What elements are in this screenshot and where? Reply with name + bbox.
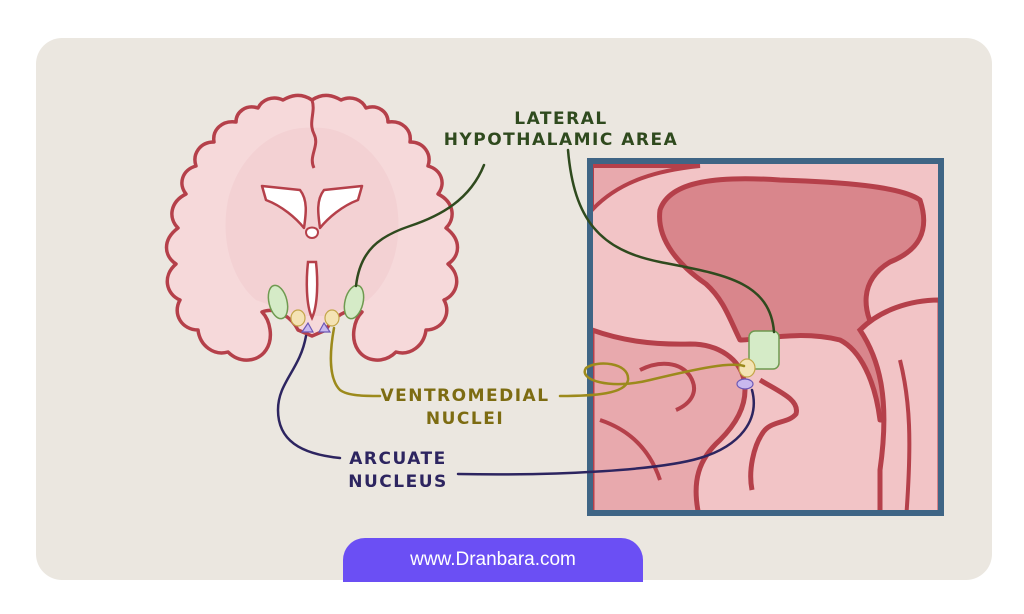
inset-ventromedial-nucleus — [738, 358, 756, 378]
lateral-leader-line-coronal — [354, 163, 486, 288]
ventromedial-nucleus-left — [290, 309, 306, 327]
label-arcuate-line2: NUCLEUS — [348, 472, 448, 492]
inset-frame — [587, 158, 944, 516]
arcuate-leader-line-coronal — [276, 334, 342, 460]
lateral-hypothalamic-area-right — [343, 284, 365, 320]
label-lateral-line2: HYPOTHALAMIC AREA — [444, 130, 679, 150]
website-url-badge[interactable]: www.Dranbara.com — [343, 538, 643, 582]
arcuate-leader-line-inset — [456, 388, 755, 476]
coronal-brain-section — [164, 93, 460, 362]
longitudinal-fissure — [310, 99, 318, 169]
ventromedial-nucleus-right — [324, 309, 340, 327]
ventromedial-leader-line-inset — [558, 362, 746, 398]
arcuate-nucleus-right — [317, 321, 332, 333]
ventromedial-leader-line-coronal — [329, 326, 382, 398]
inset-arcuate-nucleus — [736, 378, 754, 390]
lateral-ventricles — [260, 184, 364, 230]
third-ventricle — [305, 260, 319, 321]
label-lateral-line1: LATERAL — [514, 109, 607, 129]
sagittal-inset — [587, 158, 944, 516]
label-ventromedial-line2: NUCLEI — [426, 409, 504, 429]
lateral-leader-line-inset — [566, 148, 776, 334]
label-ventromedial-line1: VENTROMEDIAL — [380, 386, 549, 406]
inset-lateral-hypothalamic-area — [748, 330, 780, 370]
arcuate-nucleus-left — [300, 321, 315, 333]
lateral-hypothalamic-area-left — [267, 284, 289, 320]
label-arcuate-line1: ARCUATE — [349, 449, 447, 469]
